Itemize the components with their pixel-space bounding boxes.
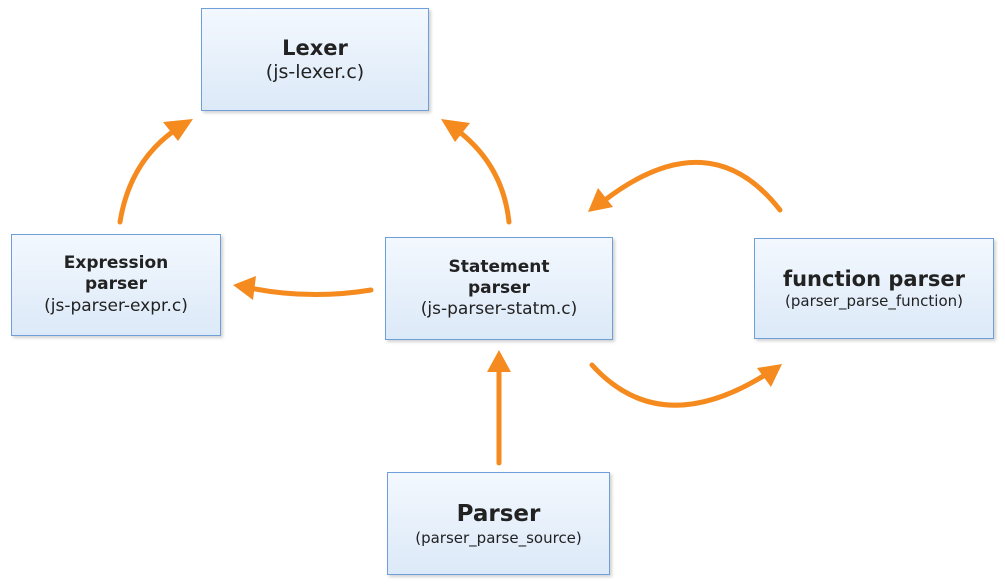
expression-parser-subtitle: (js-parser-expr.c): [44, 295, 188, 316]
function-parser-subtitle: (parser_parse_function): [785, 292, 963, 311]
arrow-statement-to-function-head: [757, 364, 782, 387]
lexer-title: Lexer: [282, 35, 348, 60]
parser-node: Parser (parser_parse_source): [387, 472, 610, 575]
arrow-expression-to-lexer-head: [163, 119, 193, 141]
lexer-subtitle: (js-lexer.c): [265, 60, 365, 83]
statement-parser-subtitle: (js-parser-statm.c): [420, 299, 578, 320]
statement-parser-title-line2: parser: [467, 277, 531, 298]
arrow-statement-to-expression: [247, 285, 374, 298]
arrow-statement-to-expression-head: [233, 276, 256, 300]
function-parser-node: function parser (parser_parse_function): [754, 238, 994, 339]
arrow-expression-to-lexer: [117, 125, 181, 225]
parser-subtitle: (parser_parse_source): [415, 528, 582, 547]
expression-parser-title-line2: parser: [84, 274, 148, 295]
parser-title: Parser: [456, 500, 541, 527]
statement-parser-title-line1: Statement: [448, 256, 550, 277]
arrow-function-to-statement-head: [588, 188, 613, 212]
expression-parser-node: Expression parser (js-parser-expr.c): [11, 234, 221, 336]
lexer-node: Lexer (js-lexer.c): [201, 8, 429, 111]
arrow-parser-to-statement-head: [487, 350, 511, 372]
arrow-statement-to-function: [589, 362, 768, 408]
arrow-function-to-statement: [602, 159, 783, 213]
function-parser-title: function parser: [782, 267, 966, 291]
arrow-statement-to-lexer: [454, 127, 512, 225]
expression-parser-title-line1: Expression: [63, 253, 169, 274]
arrow-statement-to-lexer-head: [441, 119, 470, 142]
statement-parser-node: Statement parser (js-parser-statm.c): [385, 237, 613, 340]
